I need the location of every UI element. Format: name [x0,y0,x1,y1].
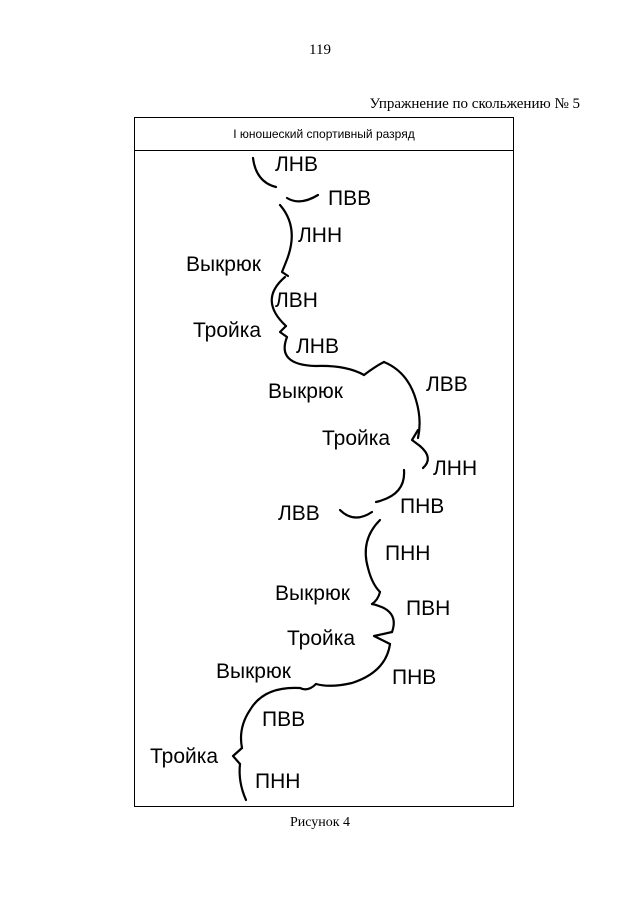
turn-label: Тройка [287,627,355,650]
three-turn [372,630,394,646]
edge-label: ПВВ [262,708,305,731]
three-turn [278,324,289,339]
turn-label: Тройка [193,319,261,342]
page-number: 119 [309,42,331,58]
edge-arc [370,602,395,634]
edge-label: ПНВ [400,495,444,518]
edge-arc [278,203,293,264]
edge-label: ЛВН [275,289,318,312]
edge-label: ЛНН [433,457,477,480]
edge-label: ПВВ [328,187,371,210]
edge-arc [251,156,278,189]
edge-label: ЛВВ [278,502,320,525]
three-turn [410,428,422,448]
turn-label: Тройка [150,745,218,768]
edge-label: ПНН [255,770,300,793]
edge-arc [338,508,374,519]
edge-label: ЛНВ [296,335,339,358]
edge-label: ЛНВ [275,153,318,176]
edge-arc [364,518,382,594]
edge-arc [270,275,288,328]
turn-label: Выкрюк [275,582,351,605]
turn-label: Выкрюк [268,380,344,403]
edge-arc [418,444,429,470]
edge-label: ПВН [406,597,450,620]
edge-arc [239,686,302,750]
edge-arc [382,360,421,440]
turn-label: Выкрюк [216,660,292,683]
bracket-turn [280,260,290,278]
edge-arc [238,762,248,802]
edge-label: ПНВ [392,666,436,689]
edge-arc [314,642,392,687]
bracket-turn [362,360,386,377]
edge-label: ПНН [385,542,430,565]
edge-label: ЛВВ [426,373,468,396]
skating-path [231,156,429,802]
bracket-turn [370,590,382,606]
diagram-frame: I юношеский спортивный разряд [134,117,514,807]
frame-header: I юношеский спортивный разряд [135,118,513,151]
turn-label: Тройка [322,427,390,450]
edge-label: ЛНН [298,224,342,247]
edge-labels: ЛНВ ПВВ ЛНН Выкрюк ЛВН Тройка ЛНВ Выкрюк… [150,153,477,793]
figure-caption: Рисунок 4 [289,815,351,830]
edge-arc [285,193,320,203]
edge-arc [283,335,366,377]
exercise-title: Упражнение по скольжению № 5 [369,96,580,112]
three-turn [231,746,244,766]
turn-label: Выкрюк [186,253,262,276]
bracket-turn [298,682,318,691]
edge-arc [374,468,406,504]
